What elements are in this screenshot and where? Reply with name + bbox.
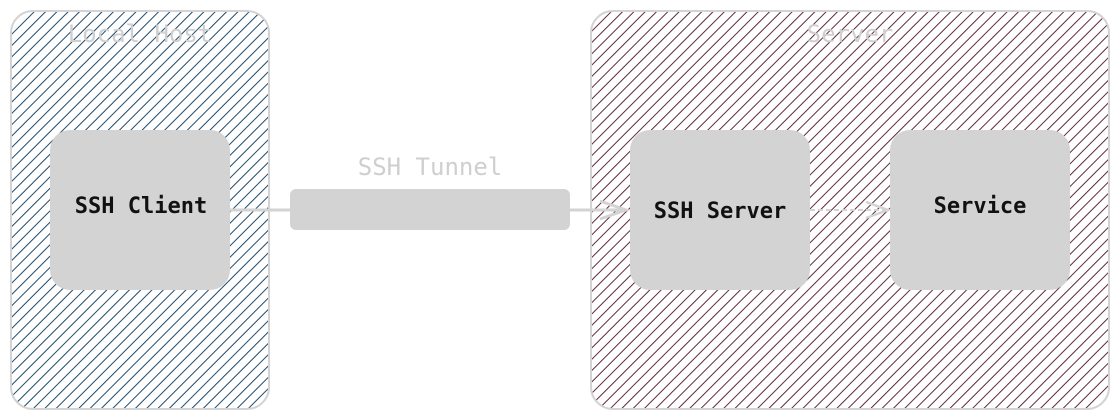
ssh-client-label: SSH Client [75, 194, 207, 219]
local-host-title: Local Host [68, 20, 213, 48]
service-label: Service [934, 194, 1027, 219]
ssh-server-node: SSH Server [630, 130, 810, 290]
tunnel-label: SSH Tunnel [358, 153, 503, 181]
ssh-client-node: SSH Client [50, 130, 230, 290]
server-title: Server [807, 20, 894, 48]
arrowhead-icon [599, 199, 631, 221]
ssh-server-label: SSH Server [654, 199, 786, 224]
ssh-tunnel: SSH Tunnel [290, 153, 570, 230]
service-node: Service [890, 130, 1070, 290]
arrowhead-icon [865, 200, 892, 220]
